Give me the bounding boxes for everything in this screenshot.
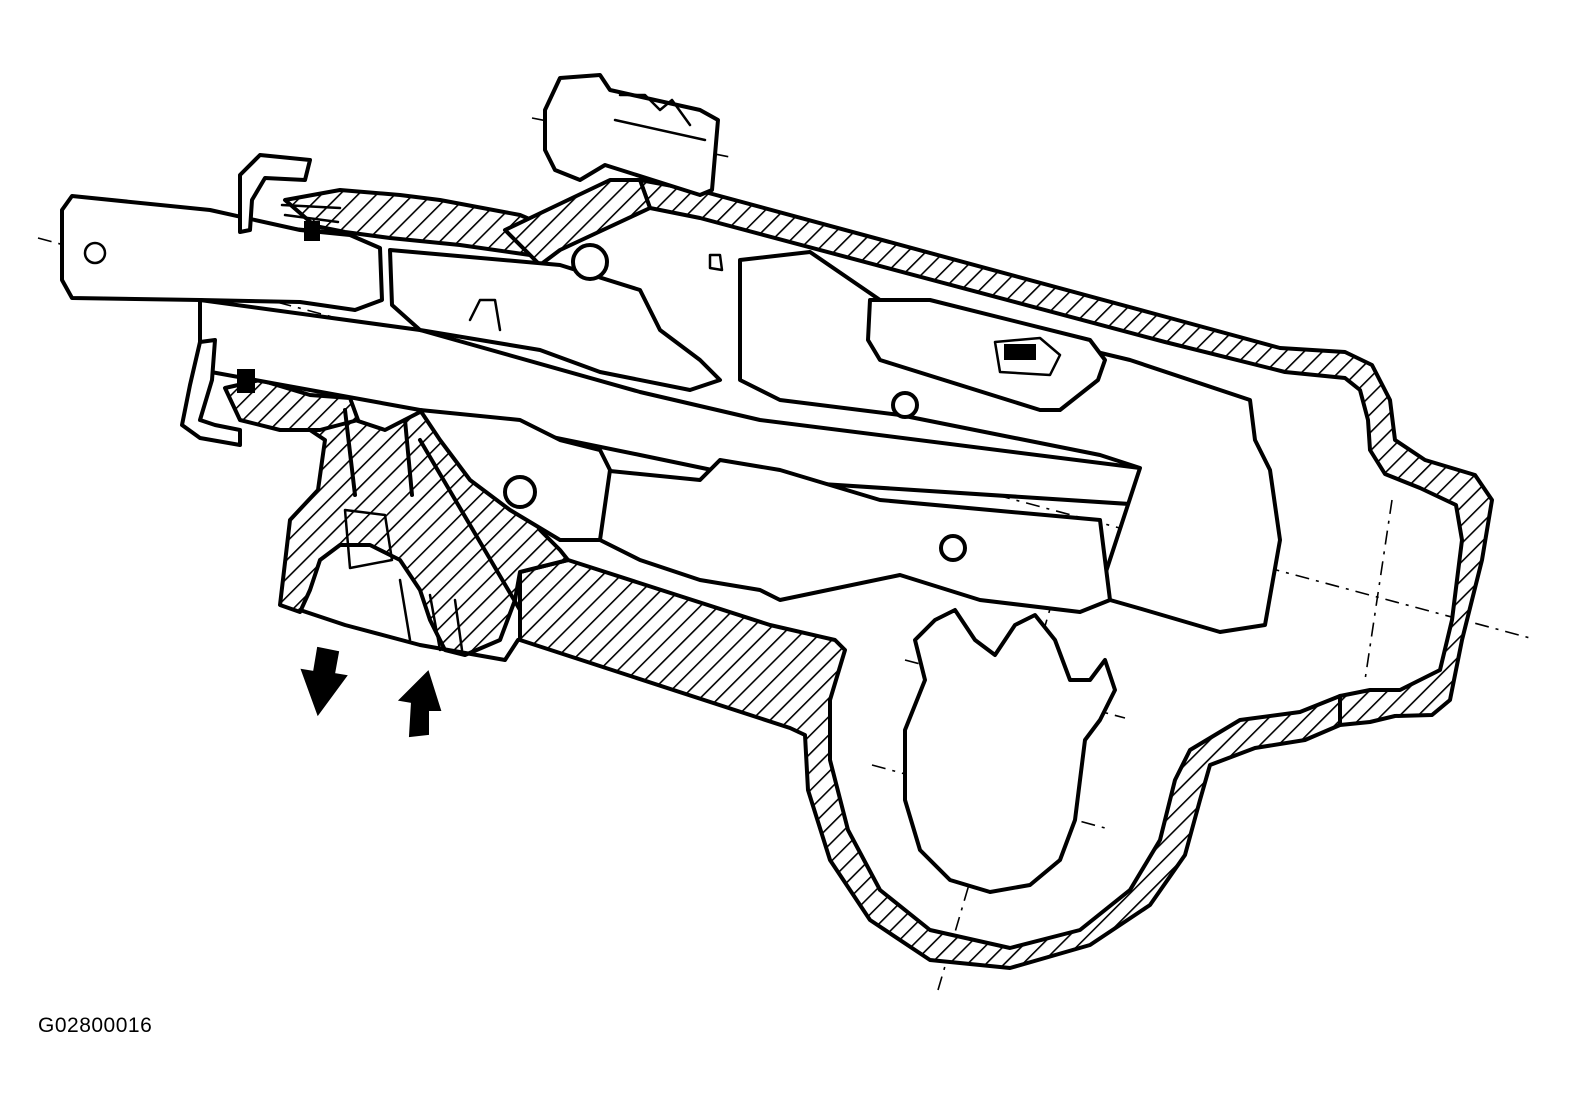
dust-seal-cover-left (238, 153, 312, 234)
sector-gear (903, 608, 1117, 894)
adjuster-threads (613, 93, 707, 142)
port-bottom-edge (298, 608, 520, 662)
small-details (83, 93, 1062, 662)
inlet-flow-arrow-up (397, 670, 442, 738)
end-cap-centerline (1364, 499, 1393, 681)
internal-parts (60, 73, 1282, 894)
adjuster-nut (543, 73, 720, 197)
flow-arrows (300, 646, 442, 738)
upper-seal-block (304, 221, 320, 241)
port-fitting-left (343, 508, 394, 570)
main-axis-centerline (37, 237, 1531, 639)
valve-spool-lower (418, 408, 612, 542)
shaft-pin-hole (83, 241, 107, 265)
bearing-ball-lower (503, 475, 537, 509)
housing-lower-body (518, 558, 1342, 970)
dust-seal-cover-lower (180, 338, 242, 447)
bearing-ball-upper (571, 243, 609, 281)
recirculating-ball-1 (891, 391, 919, 419)
fluid-passages (343, 408, 522, 612)
piston-window (866, 298, 1107, 412)
outlet-flow-arrow-down (300, 646, 348, 717)
lower-seal-block (237, 369, 255, 393)
valve-sleeve (388, 248, 722, 392)
ball-nut (598, 458, 1112, 614)
figure-code-label: G02800016 (38, 1014, 153, 1037)
small-fittings (468, 253, 724, 332)
port-bore-lines (398, 578, 464, 652)
piston-plug-mark (1004, 344, 1036, 360)
recirculating-ball-2 (939, 534, 967, 562)
piston-plug (993, 336, 1062, 377)
